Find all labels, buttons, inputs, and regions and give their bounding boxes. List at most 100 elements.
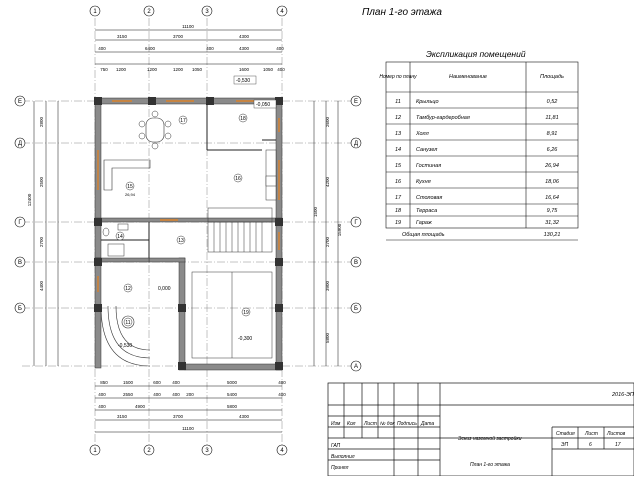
room-markers: 17 18 15 26,94 16 14 13 12 11 19 <box>115 113 251 327</box>
dim-value: 2600 <box>325 116 330 127</box>
title-block-text: 2016-ЭП Изм Кол Лист № док Подпись Дата … <box>331 392 634 471</box>
dim-value: 5400 <box>227 392 238 397</box>
room-number: 17 <box>180 118 186 124</box>
stage-value: 17 <box>615 442 621 448</box>
axis-label: 1 <box>93 9 97 15</box>
axis-label: В <box>354 260 358 266</box>
dim-value: 1200 <box>147 67 158 72</box>
row-area: 8,91 <box>547 131 558 137</box>
dim-value: 4300 <box>239 34 250 39</box>
axis-grid <box>22 18 360 455</box>
room-number: 14 <box>117 234 123 240</box>
role-label: Выполнил <box>331 454 355 460</box>
dim-value: 400 <box>277 67 285 72</box>
row-number: 11 <box>395 99 401 105</box>
dim-value: 15900 <box>337 223 342 236</box>
row-area: 0,52 <box>547 99 558 105</box>
dim-value: 5000 <box>227 380 238 385</box>
axis-bubbles-bottom: 1 2 3 4 <box>89 444 288 456</box>
dim-value: 400 <box>153 392 161 397</box>
dim-value: 5800 <box>227 404 238 409</box>
room-number: 11 <box>125 320 130 326</box>
dining-table <box>138 110 172 150</box>
dims-right: 15900 2600 4200 1500 2700 3900 5800 <box>313 116 342 343</box>
dim-value: 5800 <box>325 332 330 343</box>
dim-value: 1600 <box>239 67 250 72</box>
kitchen-counter <box>265 149 277 201</box>
stairs <box>207 207 273 253</box>
col-header: Лист <box>363 421 377 427</box>
dim-value: 1500 <box>313 206 318 217</box>
room-number: 13 <box>178 238 184 244</box>
row-number: 14 <box>395 147 401 153</box>
dims-left: 12400 2800 2500 2700 4400 <box>27 116 44 291</box>
axis-label: В <box>18 260 22 266</box>
dim-value: 1200 <box>173 67 184 72</box>
dim-value: 4300 <box>239 46 250 51</box>
dim-value: 1200 <box>116 67 127 72</box>
stage-header: Лист <box>584 431 598 437</box>
role-label: ГАП <box>331 443 341 449</box>
stage-value: ЭП <box>561 442 568 448</box>
dim-value: 4200 <box>325 176 330 187</box>
dim-value: 1500 <box>123 380 134 385</box>
room-number: 18 <box>240 116 246 122</box>
row-name: Гараж <box>416 220 432 226</box>
dim-value: 11100 <box>182 426 194 431</box>
axis-label: Е <box>18 99 22 105</box>
col-header: Кол <box>347 421 356 427</box>
row-name: Санузел <box>416 147 437 153</box>
row-area: 9,75 <box>547 208 559 214</box>
axis-label: Г <box>18 220 22 226</box>
axis-label: 3 <box>205 9 209 15</box>
dims-top: 11100 3150 3700 4300 400 6400 400 4300 4… <box>98 24 285 72</box>
porch-arc <box>100 305 151 367</box>
explication-table-grid <box>385 61 579 229</box>
row-name: Холл <box>415 131 429 137</box>
row-area: 16,64 <box>545 195 559 201</box>
row-area: 6,26 <box>547 147 559 153</box>
project-name: Эскиз наземной застройки <box>458 435 522 442</box>
dim-value: 2700 <box>325 236 330 247</box>
row-number: 18 <box>395 208 402 214</box>
sheet-name: План 1-го этажа <box>470 462 510 468</box>
col-header: Подпись <box>397 421 417 427</box>
row-name: Столовая <box>416 195 442 201</box>
room-number: 19 <box>243 310 249 316</box>
col-header: Дата <box>420 421 434 427</box>
axis-bubbles-left: Е Д Г В Б <box>14 95 26 314</box>
dim-value: 3150 <box>117 34 128 39</box>
dim-lines-top <box>95 29 282 65</box>
title-block-grid <box>327 382 634 477</box>
row-area: 26,94 <box>544 163 559 169</box>
windows <box>97 100 280 292</box>
dim-value: 400 <box>98 404 106 409</box>
row-number: 16 <box>395 179 402 185</box>
level-mark: -0,530 <box>236 78 250 84</box>
axis-label: 4 <box>280 9 284 15</box>
axis-label: 4 <box>280 448 284 454</box>
row-number: 19 <box>395 220 401 226</box>
room-number: 16 <box>235 176 241 182</box>
row-name: Гостиная <box>416 163 441 169</box>
axis-label: Б <box>354 306 358 312</box>
dim-value: 400 <box>98 46 106 51</box>
dim-value: 12400 <box>27 193 32 206</box>
row-number: 15 <box>395 163 402 169</box>
dim-value: 3700 <box>173 414 184 419</box>
sheet-title: План 1-го этажа <box>362 7 442 18</box>
dim-lines-bottom <box>95 385 282 433</box>
room-number: 12 <box>125 286 131 292</box>
dim-value: 6400 <box>145 46 156 51</box>
header-number: Номер по плану <box>379 74 417 80</box>
row-name: Терраса <box>416 208 437 214</box>
dim-value: 1050 <box>263 67 274 72</box>
axis-label: 1 <box>93 448 97 454</box>
dim-value: 400 <box>206 46 214 51</box>
row-name: Крыльцо <box>416 99 439 105</box>
dim-lines-right <box>313 101 339 366</box>
axis-label: 2 <box>147 448 151 454</box>
dim-value: 11100 <box>182 24 194 29</box>
axis-bubbles-right: Е Д Г В Б А <box>350 95 362 372</box>
